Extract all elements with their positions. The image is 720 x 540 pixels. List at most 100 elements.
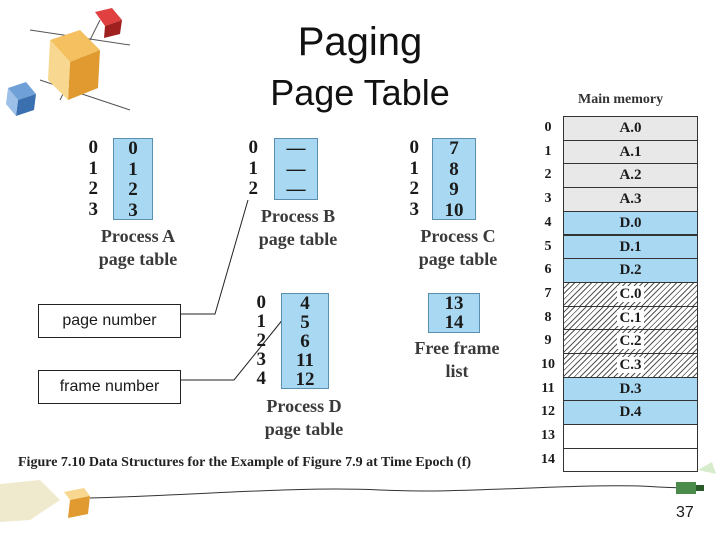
memory-frame-index: 9	[544, 333, 552, 349]
page-index: 1	[409, 157, 420, 179]
page-subtitle: Page Table	[270, 72, 450, 113]
memory-frame: A.0	[563, 116, 698, 141]
cubes-clipart-icon	[6, 8, 131, 116]
process-c-frames: 7 8 9 10	[432, 138, 476, 220]
memory-frame-index: 2	[544, 167, 552, 183]
caption-line: Process B	[260, 206, 336, 226]
caption-line: Process C	[420, 226, 496, 246]
frame-entry: 11	[296, 350, 314, 371]
memory-frame-label: D.1	[619, 238, 642, 255]
memory-frame-index: 3	[544, 191, 552, 207]
memory-frame: D.1	[563, 234, 698, 260]
page-index: 0	[248, 137, 259, 158]
frame-entry: 3	[128, 199, 138, 221]
bottom-cube-icon	[0, 480, 90, 522]
frame-entry: 13	[444, 293, 464, 314]
process-d-caption: Process D page table	[244, 395, 364, 441]
page-index: 4	[256, 368, 267, 389]
memory-frame: C.1	[563, 305, 698, 331]
process-c-caption: Process C page table	[398, 225, 518, 271]
frame-number-connector	[181, 307, 293, 381]
frame-entry: 0	[128, 138, 138, 159]
memory-frame	[563, 424, 698, 449]
memory-frame-label: C.2	[617, 333, 644, 350]
memory-frame-label: D.0	[619, 214, 642, 231]
process-d-frames: 4 5 6 11 12	[281, 293, 329, 389]
memory-frame-label: C.1	[617, 309, 644, 326]
caption-line: page table	[98, 249, 178, 269]
memory-frame: A.2	[563, 163, 698, 189]
memory-frame-label: A.3	[619, 191, 642, 208]
memory-frame-index: 8	[544, 309, 552, 325]
caption-line: page table	[418, 249, 498, 269]
frame-entry: 8	[449, 158, 459, 180]
memory-frame: D.0	[563, 210, 698, 236]
page-index: 1	[248, 157, 259, 179]
process-c-indices: 0 1 2 3	[405, 137, 420, 220]
page-number-label: page number	[38, 304, 181, 338]
memory-frame-index: 14	[541, 451, 555, 467]
memory-frame	[563, 447, 698, 473]
process-b-indices: 0 1 2	[244, 137, 259, 200]
memory-frame-label: A.2	[619, 167, 642, 184]
page-index: 0	[256, 292, 267, 313]
memory-frame-label: D.2	[619, 262, 642, 279]
memory-frame-index: 11	[541, 380, 555, 396]
page-index: 3	[88, 198, 99, 220]
page-index: 2	[409, 178, 420, 199]
memory-frame-index: 5	[544, 238, 552, 254]
frame-entry: 2	[128, 179, 138, 200]
page-index: 1	[88, 157, 99, 179]
memory-frame-label: D.3	[619, 380, 642, 397]
memory-frame: C.0	[563, 281, 698, 307]
frame-entry: 4	[300, 293, 310, 314]
page-index: 3	[409, 198, 420, 220]
process-a-caption: Process A page table	[78, 225, 198, 271]
page-title: Paging	[297, 20, 423, 64]
page-index: 2	[248, 178, 259, 199]
memory-frame-label: D.4	[619, 404, 642, 421]
frame-entry: —	[286, 138, 306, 159]
main-memory-title: Main memory	[578, 92, 664, 107]
memory-frame-label: C.3	[617, 357, 644, 373]
memory-frame-index: 0	[544, 120, 552, 135]
frame-entry: 10	[444, 199, 464, 221]
caption-line: Free frame	[414, 338, 500, 358]
frame-entry: 14	[444, 312, 464, 333]
process-a-indices: 0 1 2 3	[84, 137, 99, 220]
process-b-frames: — — —	[274, 138, 318, 200]
memory-frame-index: 10	[541, 357, 555, 372]
process-d-indices: 0 1 2 3 4	[252, 292, 267, 389]
free-frame-caption: Free frame list	[397, 337, 517, 383]
frame-entry: 7	[449, 138, 459, 159]
slide-number: 37	[676, 504, 694, 521]
caption-line: Process A	[100, 226, 176, 246]
memory-frame: C.2	[563, 329, 698, 354]
process-b-caption: Process B page table	[238, 205, 358, 251]
frame-entry: 1	[128, 158, 138, 180]
memory-frame-index: 1	[544, 143, 552, 159]
corner-plug-icon	[676, 462, 716, 494]
wavy-line	[89, 485, 691, 499]
page-index: 0	[409, 137, 420, 158]
memory-frame: C.3	[563, 353, 698, 378]
page-number-connector	[181, 199, 249, 315]
memory-frame-index: 7	[544, 285, 552, 301]
page-index: 2	[88, 178, 99, 199]
free-frame-box: 13 14	[428, 293, 480, 333]
caption-line: page table	[258, 229, 338, 249]
page-index: 1	[256, 311, 267, 332]
frame-number-label: frame number	[38, 370, 181, 404]
memory-frame-label: C.0	[617, 285, 644, 302]
memory-frame-index: 6	[544, 262, 552, 278]
memory-frame-index: 12	[541, 404, 555, 420]
page-index: 0	[88, 137, 99, 158]
memory-frame: D.4	[563, 400, 698, 426]
memory-frame-label: A.0	[619, 120, 642, 136]
memory-frame-label: A.1	[619, 143, 642, 160]
frame-entry: 9	[449, 179, 459, 200]
figure-caption: Figure 7.10 Data Structures for the Exam…	[18, 455, 472, 470]
caption-line: Process D	[266, 396, 342, 416]
memory-frame: A.1	[563, 139, 698, 165]
